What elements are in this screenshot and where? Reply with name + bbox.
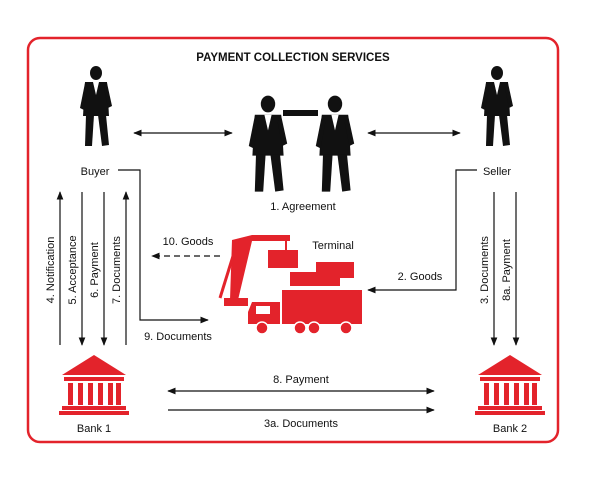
crane-icon: [218, 235, 290, 306]
goods-in-label: 2. Goods: [398, 271, 443, 283]
documents-3-label: 3. Documents: [479, 236, 491, 304]
terminal-group: [218, 235, 362, 335]
documents-9-label: 9. Documents: [144, 331, 212, 343]
documents-3a-label: 3a. Documents: [264, 418, 338, 430]
documents-7-label: 7. Documents: [111, 236, 123, 304]
truck-icon: [248, 290, 362, 335]
bank-icon: [59, 355, 129, 415]
page-title: PAYMENT COLLECTION SERVICES: [196, 52, 390, 64]
handshake-icon: [248, 95, 355, 192]
businessman-icon: [80, 66, 112, 146]
frame-border: [26, 36, 560, 444]
documents-9-arrow: [118, 169, 209, 324]
acceptance-label: 5. Acceptance: [67, 235, 79, 304]
payment-8-label: 8. Payment: [273, 374, 329, 386]
goods-in-arrow: [367, 169, 477, 294]
payment-6-label: 6. Payment: [89, 242, 101, 298]
seller-label: Seller: [483, 166, 511, 178]
agreement-label: 1. Agreement: [270, 201, 335, 213]
container-icon: [268, 250, 354, 286]
businessman-icon: [481, 66, 513, 146]
notification-label: 4. Notification: [45, 237, 57, 304]
bank1-label: Bank 1: [77, 423, 111, 435]
terminal-label: Terminal: [312, 240, 354, 252]
bank2-label: Bank 2: [493, 423, 527, 435]
buyer-label: Buyer: [81, 166, 110, 178]
bank-icon: [475, 355, 545, 415]
payment-8a-label: 8a. Payment: [501, 239, 513, 301]
goods-out-label: 10. Goods: [163, 236, 214, 248]
